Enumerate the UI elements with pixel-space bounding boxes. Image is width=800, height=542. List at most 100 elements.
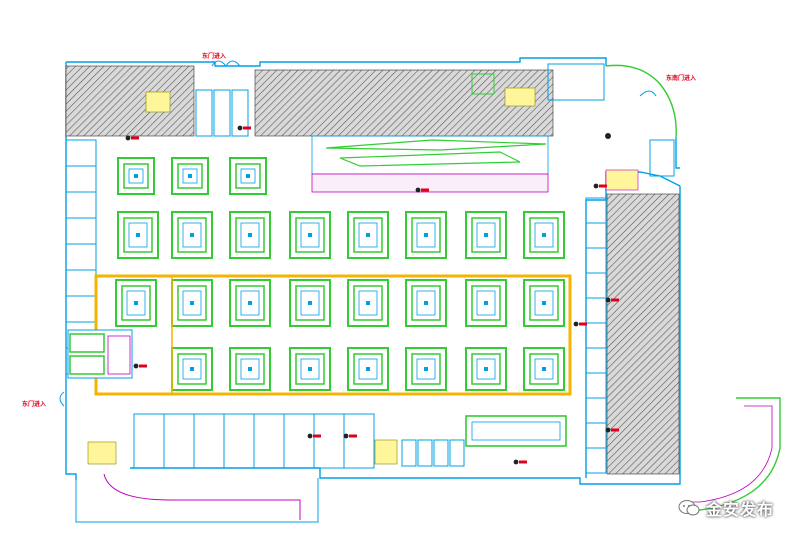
shop-unit <box>585 397 607 424</box>
shop-unit <box>585 447 607 474</box>
shop-unit <box>65 217 97 245</box>
marker-tag <box>131 136 139 140</box>
shop-unit <box>585 197 607 224</box>
shop-unit <box>65 191 97 219</box>
marker-tag <box>349 434 357 438</box>
shop-unit <box>433 439 449 467</box>
highlighted-zone <box>94 274 572 396</box>
shop-unit <box>585 297 607 324</box>
kiosk <box>289 279 331 327</box>
stair-north-east <box>504 87 536 107</box>
kiosk <box>289 347 331 391</box>
marker-tag <box>611 298 619 302</box>
marker-tag <box>313 434 321 438</box>
kiosk <box>229 279 271 327</box>
shop-unit <box>585 222 607 249</box>
shop-unit <box>585 347 607 374</box>
kiosk <box>523 211 565 259</box>
marker-dot <box>415 187 421 193</box>
shop-unit <box>65 243 97 271</box>
shop-unit <box>65 139 97 167</box>
shop-unit <box>231 89 249 137</box>
kiosk <box>405 211 447 259</box>
storage-area-northwest <box>65 65 195 137</box>
kiosk <box>465 211 507 259</box>
kiosk <box>465 279 507 327</box>
shop-unit <box>163 413 195 469</box>
marker-dot <box>573 321 579 327</box>
kiosk <box>405 279 447 327</box>
marker-dot <box>593 183 599 189</box>
shop-unit <box>449 439 465 467</box>
shop-unit <box>585 247 607 274</box>
marker-tag <box>243 126 251 130</box>
shop-unit <box>585 422 607 449</box>
south-kiosk <box>465 415 567 447</box>
east-ramp <box>688 397 781 511</box>
kiosk <box>347 279 389 327</box>
east-shops <box>585 197 607 474</box>
marker-dot <box>605 297 611 303</box>
marker-tag <box>421 188 429 192</box>
kiosk <box>405 347 447 391</box>
storage-area-north <box>254 69 554 137</box>
marker-tag <box>579 322 587 326</box>
staircases <box>87 87 536 465</box>
shop-unit <box>585 372 607 399</box>
escalator-zone <box>311 135 549 193</box>
shop-unit <box>193 413 225 469</box>
storage-area-east <box>606 193 680 475</box>
kiosk <box>229 157 267 195</box>
markers <box>125 125 619 465</box>
kiosk <box>289 211 331 259</box>
shop-unit <box>133 413 165 469</box>
restrooms <box>67 329 133 379</box>
shop-unit <box>65 165 97 193</box>
shop-unit <box>213 89 231 137</box>
entrance-doors <box>59 60 657 407</box>
shop-unit <box>283 413 315 469</box>
shop-unit <box>65 269 97 297</box>
kiosk <box>171 347 213 391</box>
shop-unit <box>253 413 285 469</box>
marker-dot <box>237 125 243 131</box>
east-entrance-label: 东南门进入 <box>666 74 696 82</box>
kiosk <box>171 157 209 195</box>
watermark: 金安发布 <box>678 496 774 520</box>
kiosk <box>117 211 159 259</box>
kiosk <box>347 347 389 391</box>
kiosk <box>229 211 271 259</box>
north-entrance-label: 东门进入 <box>202 52 226 60</box>
shop-unit <box>313 413 345 469</box>
southwest-ramp <box>75 473 319 523</box>
marker-tag <box>599 184 607 188</box>
marker-dot <box>343 433 349 439</box>
shop-unit <box>195 89 213 137</box>
marker-tag <box>611 428 619 432</box>
kiosk <box>115 279 157 327</box>
kiosk <box>523 347 565 391</box>
stair-north-west <box>145 91 171 113</box>
kiosk <box>171 211 213 259</box>
stair-south-west <box>87 441 117 465</box>
kiosk <box>117 157 155 195</box>
marker-dot <box>307 433 313 439</box>
watermark-text: 金安发布 <box>705 500 774 519</box>
marker-dot <box>133 363 139 369</box>
marker-dot <box>605 427 611 433</box>
kiosk <box>229 347 271 391</box>
marker-tag <box>139 364 147 368</box>
marker-dot <box>125 135 131 141</box>
shop-unit <box>343 413 375 469</box>
shop-unit <box>585 272 607 299</box>
kiosk <box>347 211 389 259</box>
west-entrance-label: 东门进入 <box>22 400 46 408</box>
shop-unit <box>401 439 417 467</box>
kiosk <box>523 279 565 327</box>
marker-dot <box>513 459 519 465</box>
kiosk <box>171 279 213 327</box>
hatched-areas <box>65 65 680 475</box>
shop-unit <box>585 322 607 349</box>
